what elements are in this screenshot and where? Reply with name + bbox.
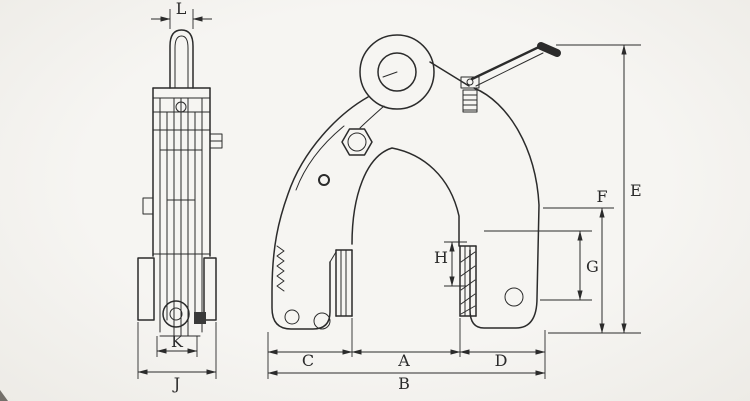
bottom-plates bbox=[137, 257, 217, 328]
dim-label-g: G bbox=[586, 257, 599, 276]
lock-nut bbox=[194, 312, 206, 324]
body-hole bbox=[318, 174, 330, 186]
dimension-E: E bbox=[548, 44, 642, 334]
dimension-C: C bbox=[267, 349, 353, 370]
dim-label-e: E bbox=[630, 181, 642, 200]
clamp-body bbox=[271, 61, 540, 330]
plate-stack bbox=[152, 87, 211, 337]
side-pin bbox=[209, 133, 223, 149]
dimension-F: F bbox=[543, 187, 614, 334]
dimension-J: J bbox=[137, 322, 217, 393]
dimension-B: B bbox=[267, 370, 546, 393]
handle-lever bbox=[470, 44, 543, 81]
dim-label-l: L bbox=[176, 0, 187, 18]
dim-label-k: K bbox=[171, 332, 184, 351]
dimension-G: G bbox=[484, 230, 599, 301]
handle-grip bbox=[537, 42, 561, 57]
dimension-D: D bbox=[459, 349, 546, 370]
spring bbox=[276, 245, 285, 292]
dim-label-a: A bbox=[397, 351, 410, 370]
dim-label-f: F bbox=[596, 187, 607, 206]
dim-label-j: J bbox=[172, 374, 180, 393]
side-view: L bbox=[137, 0, 223, 393]
front-view: E F G H C bbox=[267, 34, 642, 393]
scan-artifact bbox=[0, 390, 8, 401]
dim-label-h: H bbox=[434, 248, 448, 267]
dimension-A: A bbox=[351, 349, 461, 370]
left-jaw-pad bbox=[329, 249, 353, 317]
lifting-eye bbox=[359, 34, 435, 110]
dimension-H: H bbox=[434, 241, 467, 287]
dim-label-d: D bbox=[495, 351, 508, 370]
tension-handle bbox=[460, 42, 561, 113]
dimension-bottom: C A D B bbox=[267, 318, 546, 393]
dim-label-b: B bbox=[398, 374, 410, 393]
dimension-L: L bbox=[151, 0, 212, 29]
dimension-K: K bbox=[156, 332, 198, 357]
right-jaw-pad bbox=[459, 245, 477, 317]
shackle-link bbox=[169, 29, 194, 89]
left-tab bbox=[142, 197, 154, 215]
dim-label-c: C bbox=[302, 351, 314, 370]
pivot-bolt bbox=[341, 128, 373, 156]
